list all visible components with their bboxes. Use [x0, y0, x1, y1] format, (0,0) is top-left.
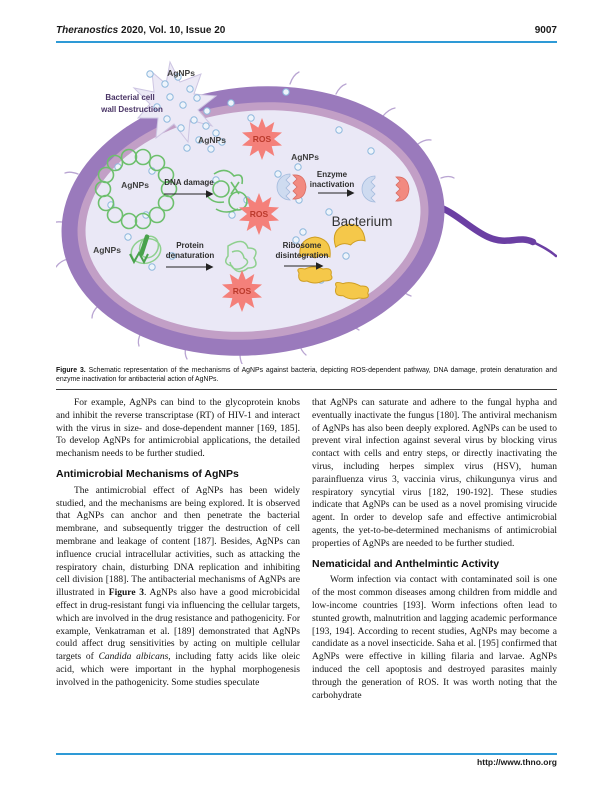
- wall-destruction-label-2: wall Destruction: [100, 105, 163, 114]
- paragraph-text: The antimicrobial effect of AgNPs has be…: [56, 485, 300, 599]
- body-columns: For example, AgNPs can bind to the glyco…: [56, 397, 557, 702]
- enzyme-inactivation-label-2: inactivation: [310, 180, 355, 189]
- paragraph-text: For example, AgNPs can bind to the glyco…: [56, 398, 300, 460]
- figure-caption-label: Figure 3.: [56, 367, 86, 374]
- section-heading-nematicidal: Nematicidal and Anthelmintic Activity: [312, 557, 500, 570]
- agnps-protein-label: AgNPs: [93, 245, 121, 255]
- section-heading-antimicrobial: Antimicrobial Mechanisms of AgNPs: [56, 467, 239, 480]
- footer-rule: [56, 753, 557, 755]
- agnps-dna-label: AgNPs: [121, 180, 149, 190]
- paragraph: The antimicrobial effect of AgNPs has be…: [56, 485, 300, 690]
- header-rule: [56, 41, 557, 43]
- page-header: Theranostics 2020, Vol. 10, Issue 20 900…: [56, 25, 557, 36]
- journal-name: Theranostics: [56, 25, 119, 36]
- figure-caption-text: Schematic representation of the mechanis…: [56, 367, 557, 383]
- bacterium-label: Bacterium: [332, 214, 393, 229]
- paragraph-text: . AgNPs also have a good microbicidal ef…: [56, 588, 300, 663]
- ros-burst-top: ROS: [242, 118, 282, 160]
- ros-burst-middle: ROS: [239, 193, 279, 235]
- right-column: that AgNPs can saturate and adhere to th…: [312, 397, 557, 702]
- paragraph-text: Worm infection via contact with contamin…: [312, 575, 557, 701]
- agnps-inner-label: AgNPs: [198, 135, 226, 145]
- ribosome-disintegration-label-1: Ribosome: [283, 241, 322, 250]
- figure-reference: Figure 3: [108, 588, 144, 599]
- damaged-dna: [205, 169, 248, 213]
- figure3-schematic: ROS ROS ROS AgNPs Bacterial cell wall De…: [56, 60, 557, 364]
- dna-ring: [94, 148, 178, 230]
- protein-denaturation-label-2: denaturation: [166, 251, 215, 260]
- issue-info: 2020, Vol. 10, Issue 20: [118, 25, 226, 36]
- paragraph-text: , including fatty acids like oleic acid,…: [56, 652, 300, 688]
- journal-citation: Theranostics 2020, Vol. 10, Issue 20: [56, 25, 225, 36]
- ros-label: ROS: [233, 286, 252, 296]
- flagellum: [422, 200, 557, 258]
- ros-label: ROS: [250, 209, 269, 219]
- ros-burst-bottom: ROS: [222, 270, 262, 312]
- agnps-top-label: AgNPs: [167, 68, 195, 78]
- protein-denaturation-label-1: Protein: [176, 241, 204, 250]
- agnps-enzyme-label: AgNPs: [291, 152, 319, 162]
- dna-damage-label: DNA damage: [164, 178, 214, 187]
- left-column: For example, AgNPs can bind to the glyco…: [56, 397, 300, 702]
- ribosome-disintegration-label-2: disintegration: [276, 251, 329, 260]
- wall-destruction-burst: [132, 60, 218, 144]
- wall-destruction-label-1: Bacterial cell: [105, 93, 154, 102]
- paragraph: that AgNPs can saturate and adhere to th…: [312, 397, 557, 551]
- protein-native: [129, 234, 162, 265]
- figure-caption: Figure 3. Schematic representation of th…: [56, 366, 557, 390]
- page-number: 9007: [534, 25, 557, 36]
- footer-url: http://www.thno.org: [477, 757, 557, 767]
- protein-denatured: [225, 240, 257, 273]
- paragraph-text: that AgNPs can saturate and adhere to th…: [312, 398, 557, 549]
- enzyme-inactivation-label-1: Enzyme: [317, 170, 348, 179]
- paragraph: Worm infection via contact with contamin…: [312, 574, 557, 702]
- process-arrows: [164, 189, 355, 271]
- paragraph: For example, AgNPs can bind to the glyco…: [56, 397, 300, 461]
- ros-label: ROS: [253, 134, 272, 144]
- species-name: Candida albicans: [98, 652, 169, 663]
